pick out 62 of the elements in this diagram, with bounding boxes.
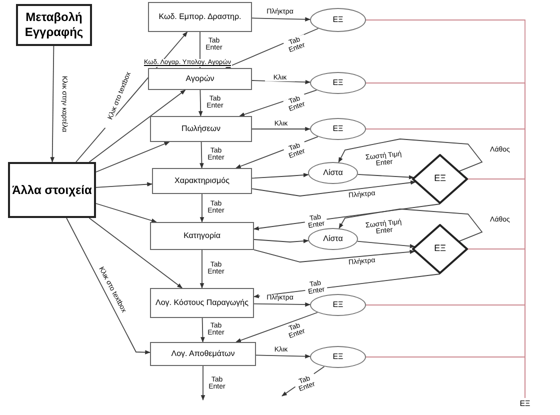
field-box — [152, 168, 252, 194]
arrow — [236, 312, 318, 342]
box-label: Κατηγορία — [182, 231, 222, 241]
box-label: Χαρακτηρισμός — [174, 176, 230, 186]
field-box — [150, 288, 254, 318]
exit-oval — [308, 228, 358, 250]
field-box — [150, 116, 252, 142]
exit-oval — [310, 294, 366, 316]
exit-oval — [310, 8, 366, 32]
box-label: Λογ. Κόστους Παραγωγής — [154, 298, 250, 308]
box-label: ΕΞ — [332, 15, 344, 25]
box-label: ΕΞ — [433, 243, 447, 255]
box-label: ΕΞ — [332, 124, 344, 134]
process-box — [8, 162, 96, 218]
field-box — [150, 222, 254, 250]
box-label: ΕΞ — [332, 352, 344, 362]
exit-label: ΕΞ — [518, 399, 532, 409]
arrow — [200, 142, 204, 169]
arrow — [200, 194, 204, 223]
arrow — [66, 218, 151, 354]
box-label: Λίστα — [322, 168, 344, 178]
exit-oval — [310, 72, 366, 94]
arrow — [252, 17, 311, 22]
box-label: Λίστα — [322, 234, 344, 244]
box-label: ΕΞ — [433, 173, 447, 185]
arrow — [254, 238, 309, 244]
arrow — [357, 240, 416, 248]
arrow — [96, 203, 157, 223]
box-label: Μεταβολή Εγγραφής — [24, 10, 84, 40]
arrow — [198, 90, 203, 117]
box-label: ΕΞ — [332, 300, 344, 310]
arrow — [252, 172, 309, 179]
arrow — [338, 208, 483, 242]
box-label: Λογ. Αποθεμάτων — [170, 349, 236, 359]
arrow — [96, 142, 170, 172]
box-label: Πωλήσεων — [180, 124, 222, 134]
arrow — [88, 90, 186, 162]
arrow — [254, 302, 311, 307]
arrow — [252, 126, 311, 132]
arrow — [200, 250, 204, 289]
arrow — [96, 182, 153, 188]
box-label: Αγορών — [184, 74, 216, 84]
arrow — [200, 318, 205, 343]
arrow — [338, 138, 483, 172]
exit-oval — [310, 118, 366, 140]
field-box — [148, 2, 252, 32]
arrow — [50, 46, 55, 163]
arrow — [357, 174, 414, 180]
arrow — [88, 218, 183, 288]
arrow — [256, 354, 311, 358]
connector-line — [366, 356, 526, 398]
box-label: ΕΞ — [332, 78, 344, 88]
arrow — [252, 180, 416, 196]
box-label: Άλλα στοιχεία — [11, 182, 93, 198]
exit-oval — [308, 162, 358, 184]
arrow — [253, 204, 440, 230]
exit-oval — [310, 346, 366, 368]
arrow — [200, 366, 206, 401]
box-label: Κωδ. Εμπορ. Δραστηρ. — [158, 12, 242, 22]
field-box — [150, 342, 256, 366]
process-box — [16, 4, 92, 46]
arrow — [254, 249, 416, 262]
